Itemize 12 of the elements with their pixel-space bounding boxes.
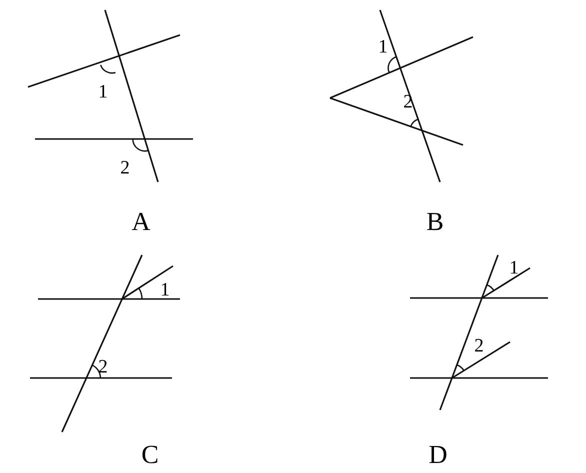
angle-label: 2 <box>474 336 484 356</box>
angle-label: 2 <box>120 158 130 178</box>
figure-label: D <box>428 442 448 468</box>
angle-label: 1 <box>509 258 519 278</box>
figure-label: B <box>426 209 444 235</box>
angle-label: 2 <box>98 358 108 376</box>
angle-label: 1 <box>160 280 170 300</box>
angle-label: 1 <box>98 82 108 102</box>
angle-label: 2 <box>403 92 413 112</box>
figure-label: A <box>132 209 150 235</box>
angle-label: 1 <box>378 38 388 56</box>
figure-label: C <box>141 442 159 468</box>
